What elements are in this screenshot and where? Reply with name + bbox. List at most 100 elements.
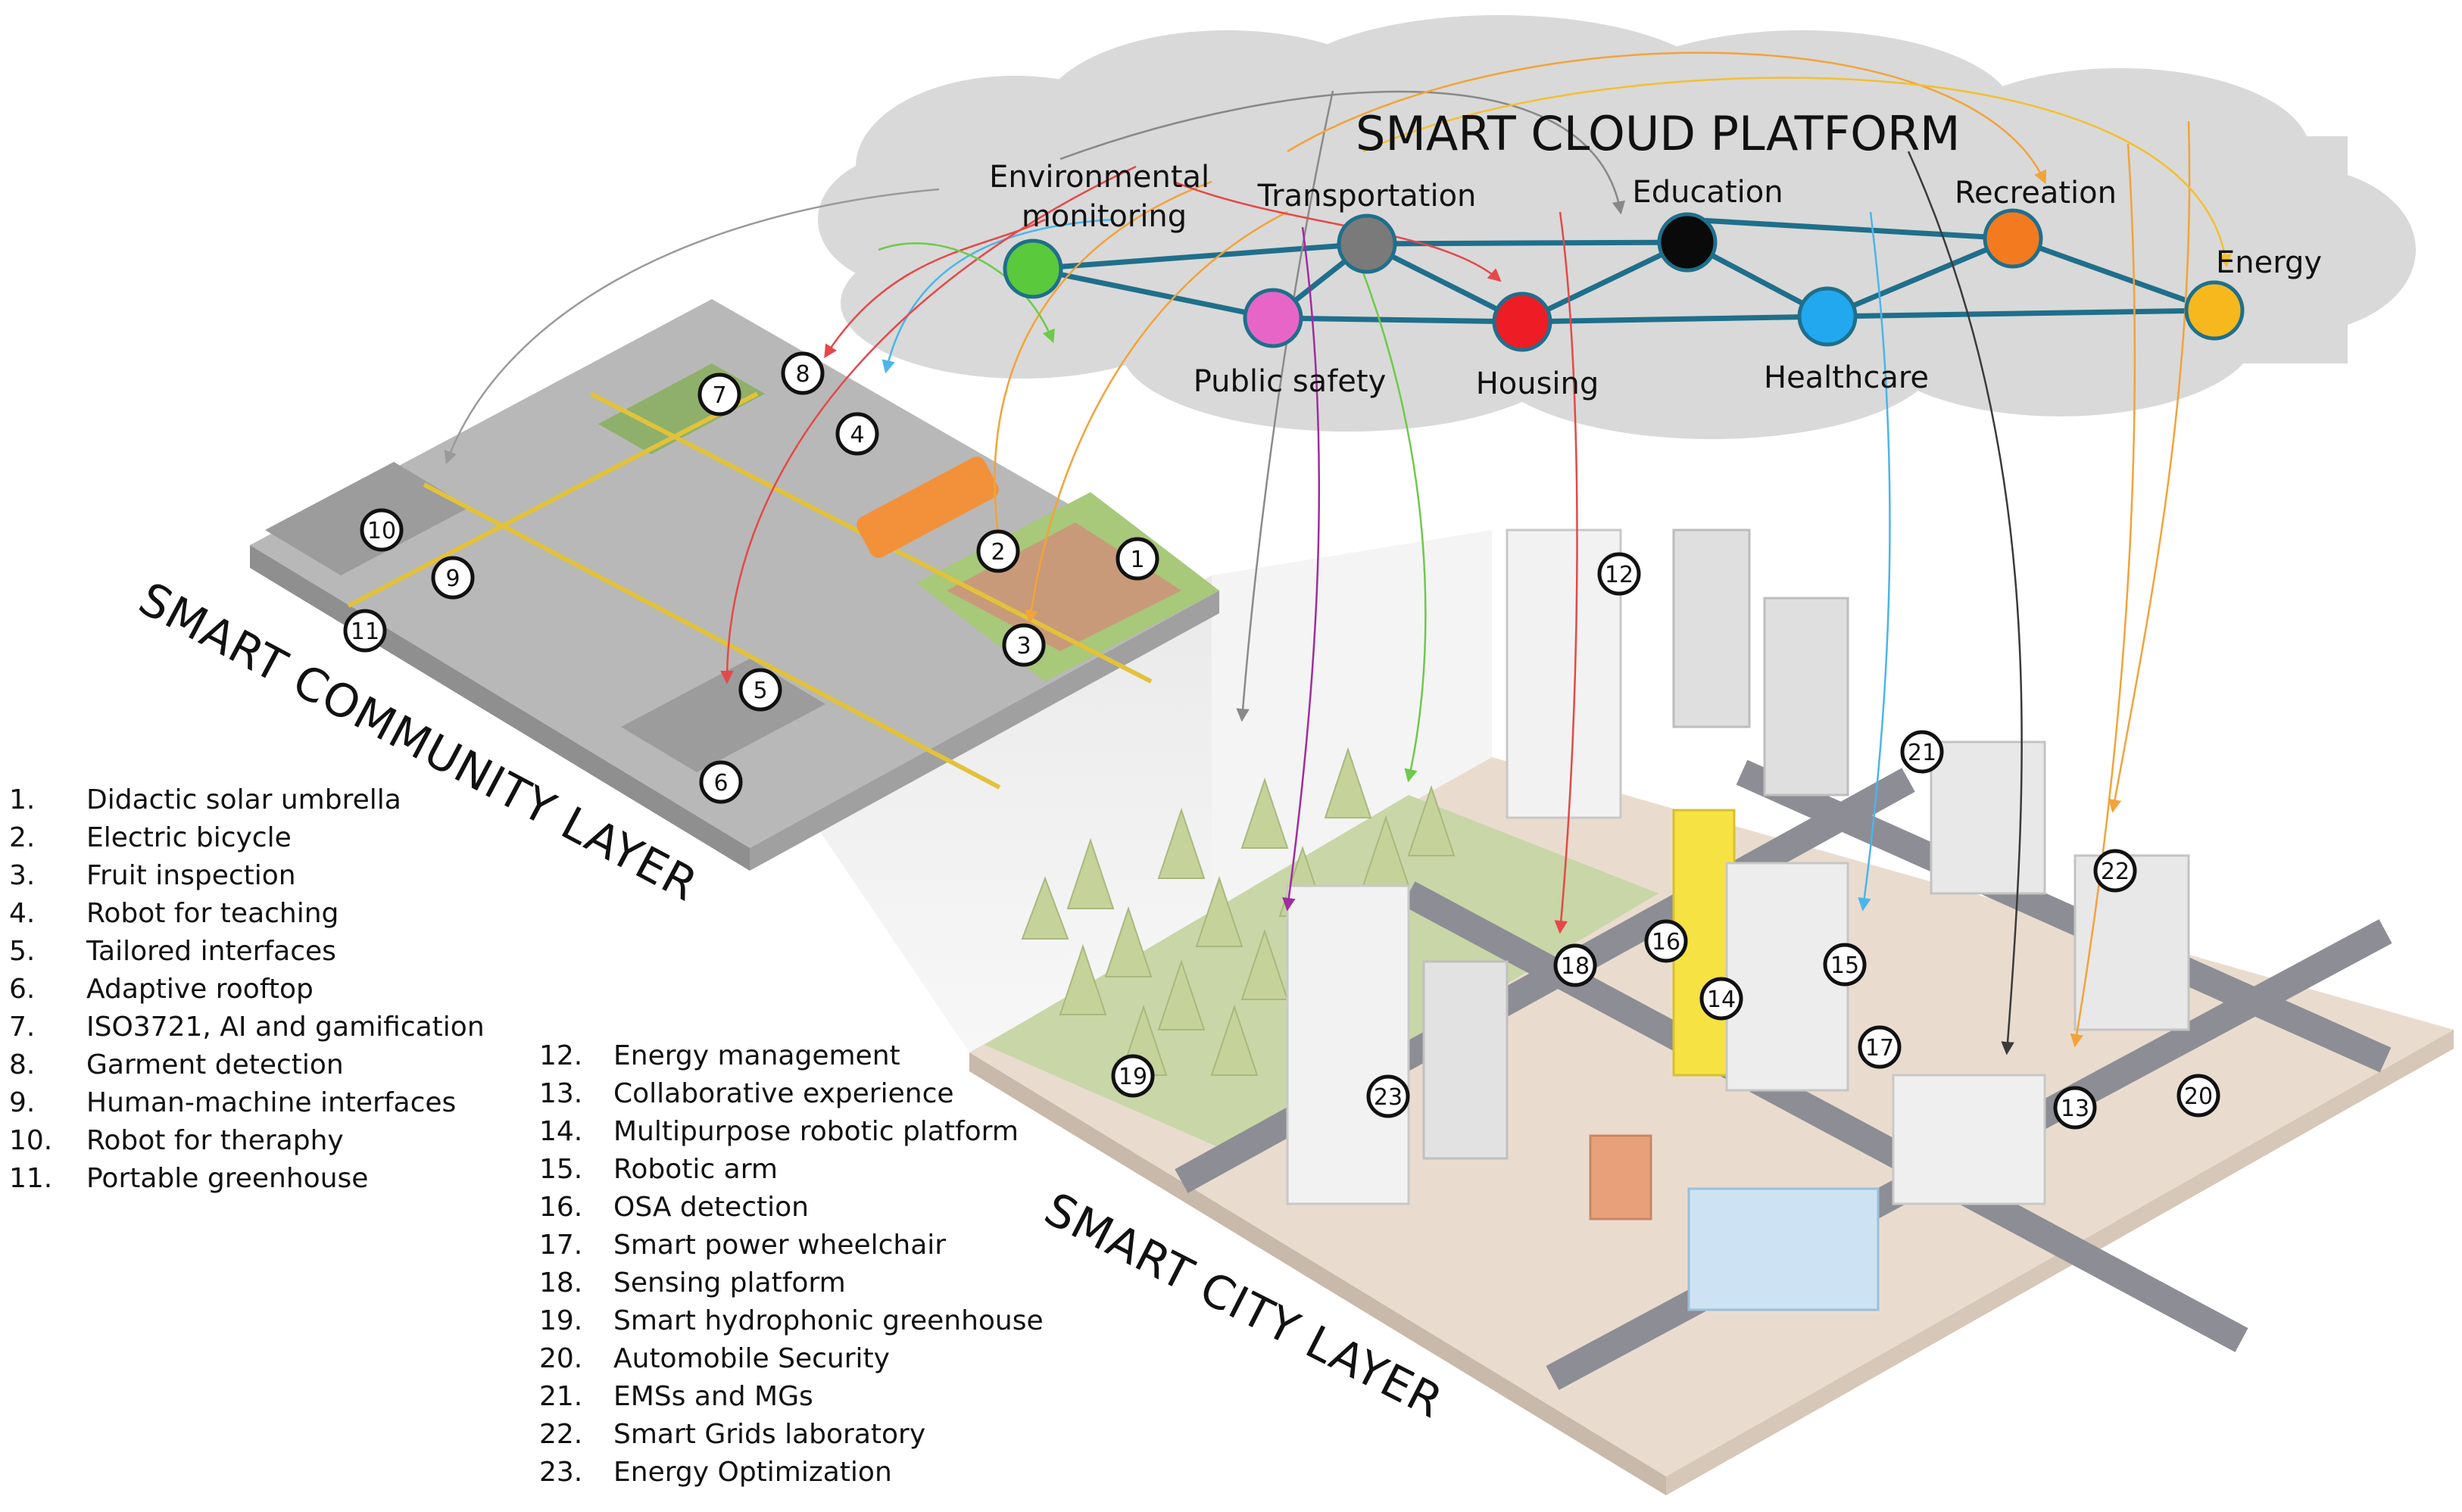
marker-number: 20 (2184, 1083, 2213, 1110)
node-label-public-safety: Public safety (1194, 364, 1387, 399)
legend-number: 10. (9, 1125, 53, 1156)
legend-item: 4.Robot for teaching (9, 895, 485, 933)
legend-item: 16.OSA detection (539, 1189, 1044, 1227)
marker-circle (2176, 1074, 2220, 1118)
marker-circle (699, 760, 743, 804)
city-buildings (1286, 528, 2190, 1311)
legend-item: 15. Robotic arm (539, 1151, 1044, 1189)
node-housing (1492, 291, 1552, 352)
node-energy (2184, 280, 2245, 341)
node-label-line: monitoring (1022, 199, 1187, 234)
legend-label: Smart Grids laboratory (613, 1419, 926, 1450)
city-legend: 12. Energy management 13. Collaborative ex… (539, 1037, 1044, 1492)
marker-circle (1002, 623, 1046, 667)
node-healthcare (1797, 286, 1858, 347)
marker-circle (1823, 943, 1867, 987)
legend-item: 11. Portable greenhouse (9, 1160, 485, 1198)
legend-number: 9. (9, 1087, 36, 1118)
node-environmental-monitoring (1003, 238, 1063, 299)
marker-circle (431, 556, 475, 600)
legend-label: EMSs and MGs (613, 1381, 813, 1412)
marker-circle (2093, 849, 2137, 893)
marker-number: 9 (445, 566, 460, 592)
legend-label: Smart hydrophonic greenhouse (613, 1305, 1044, 1336)
node-label-healthcare: Healthcare (1764, 360, 1929, 395)
marker-number: 7 (712, 382, 726, 409)
marker-circle (697, 373, 741, 416)
legend-label: Fruit inspection (86, 860, 296, 891)
legend-label: Energy management (613, 1040, 900, 1071)
marker-number: 19 (1119, 1064, 1147, 1090)
marker-number: 23 (1374, 1084, 1403, 1111)
legend-label: Electric bicycle (86, 822, 292, 853)
legend-label: Didactic solar umbrella (86, 784, 401, 815)
legend-item: 22. Smart Grids laboratory (539, 1416, 1044, 1454)
marker-circle (1111, 1054, 1155, 1098)
marker-circle (1366, 1074, 1410, 1118)
connection-arrows (444, 51, 2232, 1055)
legend-label: Automobile Security (613, 1343, 890, 1374)
marker-circle (1116, 537, 1159, 581)
marker-circle (1900, 730, 1944, 774)
node-label-energy: Energy (2216, 245, 2322, 280)
marker-number: 3 (1016, 633, 1031, 659)
marker-number: 1 (1130, 547, 1144, 573)
legend-number: 13. (539, 1078, 583, 1109)
legend-number: 6. (9, 974, 36, 1005)
legend-number: 16. (539, 1192, 583, 1223)
community-legend: 1. Didactic solar umbrella 2. Electric bic… (9, 781, 485, 1198)
node-label-recreation: Recreation (1955, 176, 2117, 210)
marker-number: 14 (1707, 987, 1736, 1013)
marker-number: 2 (991, 539, 1005, 566)
legend-item: 3.Fruit inspection (9, 857, 485, 895)
legend-number: 17. (539, 1230, 583, 1261)
marker-number: 11 (351, 619, 379, 645)
marker-circle (360, 508, 404, 552)
marker-number: 18 (1561, 953, 1590, 980)
cloud-title: SMART CLOUD PLATFORM (1356, 106, 1961, 161)
legend-label: Robotic arm (613, 1154, 778, 1185)
legend-number: 22. (539, 1419, 583, 1450)
legend-number: 8. (9, 1049, 36, 1080)
marker-circle (1553, 943, 1597, 987)
legend-item: 19. Smart hydrophonic greenhouse (539, 1302, 1044, 1340)
legend-item: 21.EMSs and MGs (539, 1378, 1044, 1416)
legend-item: 5.Tailored interfaces (9, 933, 485, 971)
legend-number: 20. (539, 1343, 583, 1374)
marker-circle (1597, 552, 1641, 596)
legend-number: 19. (539, 1305, 583, 1336)
legend-number: 2. (9, 822, 36, 853)
legend-label: Collaborative experience (613, 1078, 954, 1109)
legend-label: Garment detection (86, 1049, 344, 1080)
legend-item: 6.Adaptive rooftop (9, 971, 485, 1009)
legend-label: Robot for theraphy (86, 1125, 344, 1156)
marker-circle (976, 529, 1020, 573)
marker-circle (738, 668, 782, 712)
marker-number: 22 (2101, 859, 2130, 885)
legend-number: 15. (539, 1154, 583, 1185)
marker-number: 16 (1652, 929, 1680, 956)
marker-circle (1644, 919, 1688, 963)
legend-item: 17.Smart power wheelchair (539, 1227, 1044, 1264)
legend-number: 11. (9, 1163, 53, 1194)
cloud-nodes (1003, 208, 2245, 352)
legend-label: Sensing platform (613, 1267, 846, 1298)
node-label-education: Education (1632, 175, 1783, 210)
marker-number: 17 (1865, 1035, 1894, 1062)
node-transportation (1337, 214, 1397, 274)
legend-item: 2. Electric bicycle (9, 819, 485, 857)
legend-item: 18.Sensing platform (539, 1264, 1044, 1302)
legend-number: 1. (9, 784, 36, 815)
marker-number: 10 (367, 518, 396, 544)
legend-label: Portable greenhouse (86, 1163, 369, 1194)
marker-number: 12 (1605, 562, 1634, 588)
node-education (1657, 212, 1718, 273)
legend-number: 12. (539, 1040, 583, 1071)
marker-number: 21 (1908, 740, 1936, 766)
legend-number: 4. (9, 898, 36, 929)
node-public-safety (1243, 288, 1303, 348)
legend-item: 10. Robot for theraphy (9, 1122, 485, 1160)
legend-item: 7.ISO3721, AI and gamification (9, 1009, 485, 1046)
marker-circle (1858, 1025, 1902, 1069)
